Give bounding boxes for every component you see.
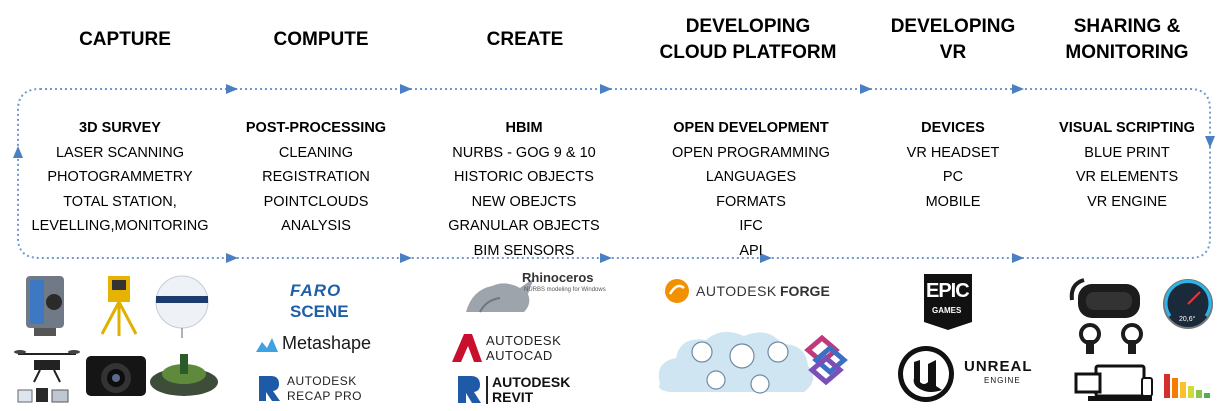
- stage-title-sharing: SHARING &MONITORING: [1065, 16, 1189, 63]
- item-heading: HBIM: [505, 120, 543, 136]
- drone-icon: [14, 350, 80, 383]
- faro-logo: FARO: [290, 281, 342, 300]
- autocad-brand: AUTODESK: [486, 333, 562, 348]
- flow-arrow-top-2: [400, 84, 412, 94]
- unreal-engine-icon: [898, 346, 954, 402]
- stage-items-vr: DEVICES VR HEADSET PC MOBILE: [878, 116, 1028, 214]
- vr-headset-icon: [1069, 278, 1140, 318]
- stage-items-cloud-platform: OPEN DEVELOPMENT OPEN PROGRAMMING LANGUA…: [646, 116, 856, 263]
- epic-games-logo-shape: [924, 274, 972, 330]
- flow-arrow-top-1: [226, 84, 238, 94]
- revit-brand: AUTODESK: [492, 374, 571, 390]
- laser-scanner-icon: [26, 276, 64, 336]
- list-item: BLUE PRINT: [1084, 144, 1170, 161]
- list-item: NEW OBEJCTS: [471, 193, 577, 210]
- camera-icon: [86, 356, 146, 396]
- stage-items-compute: POST-PROCESSING CLEANING REGISTRATION PO…: [226, 116, 406, 239]
- list-item: IFC: [739, 218, 763, 234]
- level-instrument-icon: [150, 354, 218, 396]
- list-item: PHOTOGRAMMETRY: [47, 169, 193, 185]
- autocad-icon: [452, 334, 482, 362]
- list-item: NURBS - GOG 9 & 10: [452, 144, 596, 161]
- list-item: TOTAL STATION,: [63, 193, 177, 210]
- list-item: PC: [942, 169, 964, 185]
- recap-product: RECAP PRO: [287, 389, 362, 403]
- gauge-value: 20,6°: [1179, 316, 1196, 323]
- unreal-engine-text: ENGINE: [984, 376, 1021, 385]
- gauge-icon: [1163, 279, 1213, 329]
- list-item: BIM SENSORS: [473, 242, 575, 259]
- scene-logo: SCENE: [290, 302, 349, 321]
- capture-equipment-images: [14, 275, 218, 403]
- total-station-icon: [100, 276, 138, 336]
- metashape-logo: Metashape: [282, 333, 372, 353]
- stage-title-create: CREATE: [486, 29, 564, 50]
- monitoring-chart-icon: [1164, 374, 1210, 398]
- field-devices-icon: [17, 388, 69, 403]
- revit-product: REVIT: [492, 389, 534, 405]
- forge-brand: AUTODESK: [696, 283, 777, 299]
- forge-product: FORGE: [780, 283, 830, 299]
- flow-arrow-top-5: [1012, 84, 1024, 94]
- flow-arrow-top-4: [860, 84, 872, 94]
- item-heading: 3D SURVEY: [79, 120, 161, 136]
- flow-arrow-bottom-1: [226, 253, 238, 263]
- list-item: POINTCLOUDS: [263, 193, 369, 210]
- autocad-product: AUTOCAD: [486, 348, 553, 363]
- flow-arrow-bottom-5: [1012, 253, 1024, 263]
- revit-icon: [458, 376, 481, 403]
- list-item: LEVELLING,MONITORING: [31, 218, 209, 234]
- survey-balloon-icon: [155, 275, 209, 338]
- forge-icon: [665, 279, 689, 303]
- epic-games-text: GAMES: [932, 306, 962, 315]
- list-item: OPEN PROGRAMMING: [672, 144, 830, 161]
- stage-items-sharing: VISUAL SCRIPTING BLUE PRINT VR ELEMENTS …: [1042, 116, 1212, 214]
- list-item: CLEANING: [278, 144, 354, 161]
- item-heading: POST-PROCESSING: [245, 120, 387, 136]
- rhino-logo: Rhinoceros: [522, 270, 594, 285]
- stage-items-create: HBIM NURBS - GOG 9 & 10 HISTORIC OBJECTS…: [430, 116, 618, 263]
- list-item: ANALYSIS: [281, 218, 351, 234]
- vr-controllers-icon: [1079, 323, 1143, 354]
- rhino-subtitle: NURBS modeling for Windows: [524, 287, 606, 293]
- stage-title-compute: COMPUTE: [273, 29, 369, 50]
- sharing-devices-images: [1069, 278, 1213, 401]
- list-item: API: [739, 242, 763, 259]
- list-item: HISTORIC OBJECTS: [454, 169, 594, 185]
- stage-items-capture: 3D SURVEY LASER SCANNING PHOTOGRAMMETRY …: [10, 116, 230, 239]
- list-item: GRANULAR OBJECTS: [448, 218, 600, 234]
- recap-brand: AUTODESK: [287, 374, 357, 388]
- flow-arrow-bottom-2: [400, 253, 412, 263]
- devices-icon: [1074, 364, 1153, 401]
- recap-icon: [259, 376, 280, 401]
- item-heading: VISUAL SCRIPTING: [1059, 120, 1195, 136]
- flow-arrow-right: [1205, 136, 1215, 148]
- metashape-icon: [256, 338, 278, 352]
- list-item: LASER SCANNING: [55, 144, 185, 161]
- stage-title-capture: CAPTURE: [79, 29, 171, 50]
- flow-arrow-bottom-4: [760, 253, 772, 263]
- list-item: MOBILE: [925, 193, 981, 210]
- revit-divider: [486, 376, 488, 404]
- rhino-icon: [466, 278, 534, 313]
- list-item: LANGUAGES: [705, 169, 797, 185]
- list-item: VR ENGINE: [1087, 193, 1167, 210]
- flow-arrow-top-3: [600, 84, 612, 94]
- list-item: VR ELEMENTS: [1075, 169, 1179, 185]
- cloud-platform-illustration: [658, 331, 848, 394]
- item-heading: OPEN DEVELOPMENT: [673, 120, 829, 136]
- list-item: REGISTRATION: [262, 169, 370, 185]
- flow-arrow-bottom-3: [600, 253, 612, 263]
- epic-logo-text: EPIC: [926, 280, 970, 302]
- flow-arrow-left: [13, 146, 23, 158]
- list-item: VR HEADSET: [906, 144, 1000, 161]
- item-heading: DEVICES: [921, 120, 985, 136]
- list-item: FORMATS: [716, 193, 786, 210]
- unreal-logo-text: UNREAL: [964, 358, 1033, 375]
